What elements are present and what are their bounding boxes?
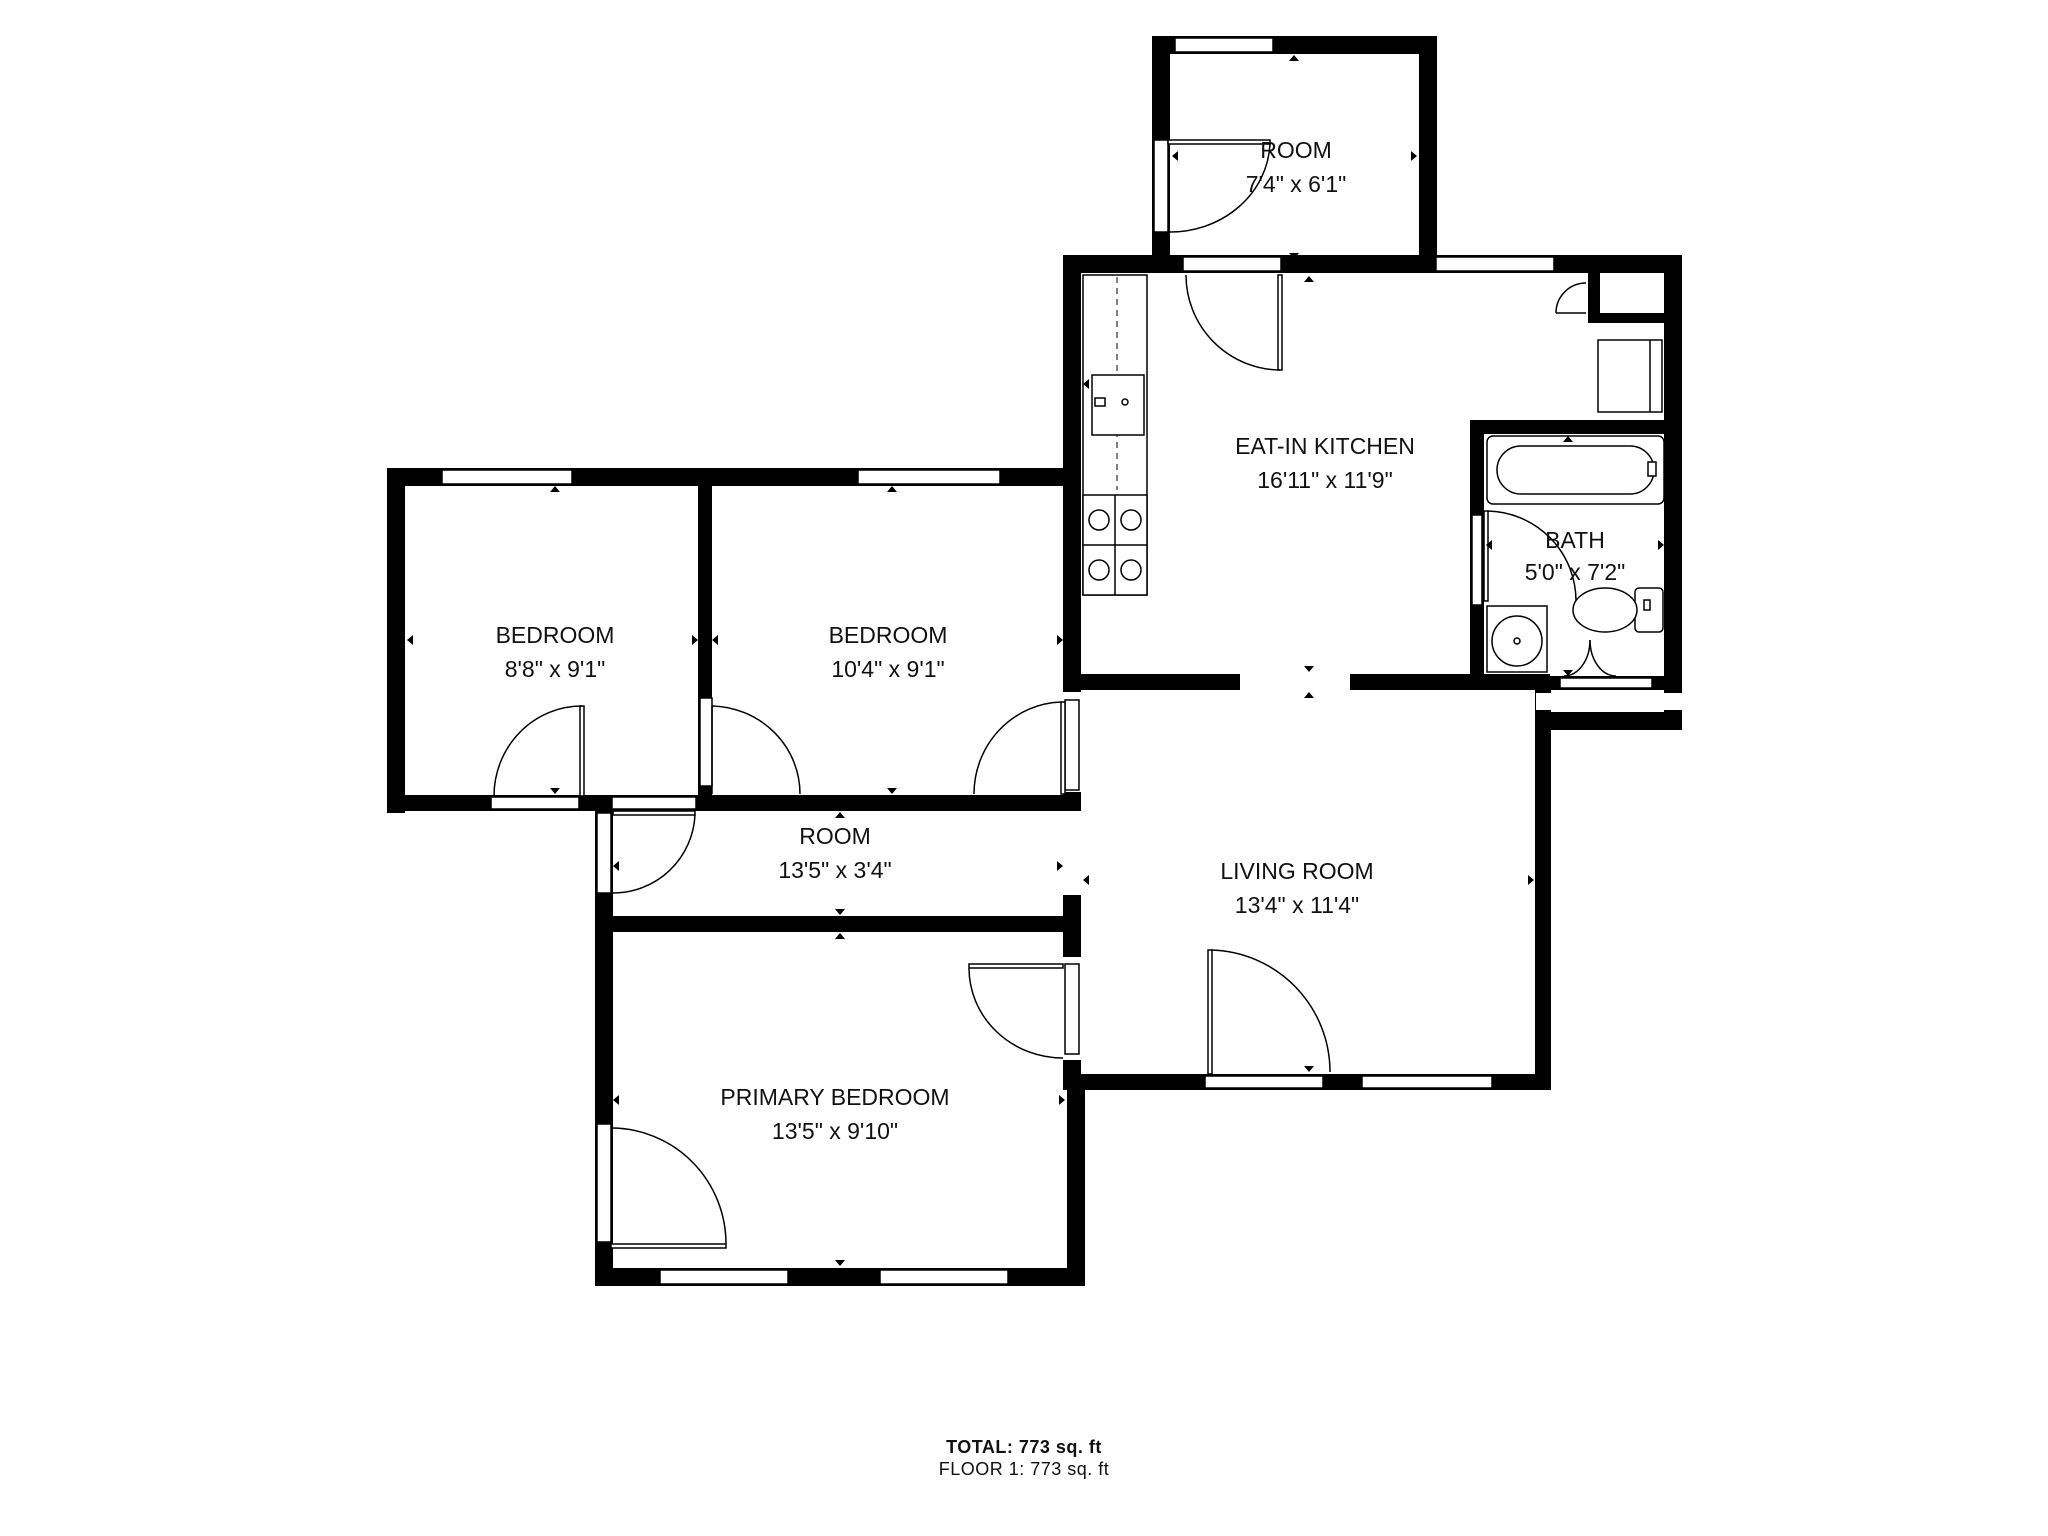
room-label-name: ROOM	[1260, 137, 1332, 163]
window	[1182, 256, 1282, 272]
wall	[1535, 690, 1551, 1090]
window	[596, 812, 612, 894]
door-leaf	[1277, 274, 1283, 371]
window	[490, 796, 580, 810]
wall	[1470, 420, 1682, 434]
refrigerator-icon	[1597, 339, 1663, 413]
window	[1471, 514, 1483, 606]
faucet	[1094, 397, 1106, 407]
opening	[1061, 812, 1083, 894]
door-leaf	[612, 810, 696, 816]
window	[1153, 139, 1169, 233]
windows	[441, 37, 1653, 1285]
room-label-dimensions: 13'5" x 3'4"	[778, 857, 891, 883]
door-leaf	[968, 963, 1064, 969]
room-label-name: PRIMARY BEDROOM	[720, 1084, 949, 1110]
room-label-name: ROOM	[799, 823, 871, 849]
window	[1064, 963, 1080, 1055]
door-swing	[1487, 510, 1577, 602]
door-swing	[711, 705, 801, 795]
window	[699, 697, 713, 787]
door-leaf	[579, 705, 585, 797]
room-label-name: LIVING ROOM	[1220, 858, 1373, 884]
door-swing	[1555, 282, 1587, 314]
wall	[1063, 255, 1682, 273]
room-label-dimensions: 13'5" x 9'10"	[772, 1118, 898, 1144]
room-label-dimensions: 5'0" x 7'2"	[1525, 559, 1626, 585]
window	[1204, 1075, 1324, 1089]
window	[441, 469, 573, 485]
door-swing	[1211, 949, 1331, 1073]
door-swing	[493, 705, 583, 797]
door-swing	[968, 967, 1064, 1059]
door-swing	[973, 701, 1062, 795]
opening	[1536, 693, 1682, 710]
room-label-name: BATH	[1545, 527, 1605, 553]
door-leaf	[1483, 510, 1489, 602]
window	[1361, 1075, 1493, 1089]
wall	[1419, 36, 1437, 261]
wall	[387, 468, 405, 813]
door-leaf	[1167, 139, 1271, 145]
window	[659, 1269, 789, 1285]
window	[611, 796, 697, 810]
window	[879, 1269, 1009, 1285]
door-swing	[610, 1127, 727, 1245]
wall	[1664, 255, 1682, 730]
dimension-markers	[407, 55, 1664, 1266]
door-leaf	[1207, 949, 1213, 1075]
window	[1435, 256, 1555, 272]
room-label-dimensions: 13'4" x 11'4"	[1235, 892, 1359, 918]
door-swing	[1589, 639, 1617, 677]
room-label-dimensions: 10'4" x 9'1"	[831, 656, 944, 682]
area-summary: TOTAL: 773 sq. ft FLOOR 1: 773 sq. ft	[0, 1436, 2048, 1480]
door-leaf	[610, 1243, 727, 1249]
wall	[1067, 1074, 1085, 1286]
window	[1559, 677, 1653, 689]
wall	[1535, 712, 1682, 730]
opening	[1240, 672, 1350, 692]
room-label-name: EAT-IN KITCHEN	[1235, 433, 1415, 459]
window	[1174, 37, 1274, 53]
wall	[1588, 273, 1600, 323]
window	[596, 1123, 612, 1243]
room-label-dimensions: 7'4" x 6'1"	[1246, 171, 1347, 197]
wall	[1588, 313, 1682, 323]
room-labels: ROOM 7'4" x 6'1" EAT-IN KITCHEN 16'11" x…	[496, 137, 1626, 1144]
total-area: TOTAL: 773 sq. ft	[946, 1437, 1102, 1457]
door-leaf	[1060, 701, 1066, 795]
door-swing	[612, 814, 696, 894]
doors	[493, 139, 1617, 1249]
room-label-name: BEDROOM	[496, 622, 615, 648]
window	[1064, 699, 1080, 791]
room-label-dimensions: 16'11" x 11'9"	[1257, 467, 1393, 493]
room-label-dimensions: 8'8" x 9'1"	[505, 656, 606, 682]
door-swing	[1167, 143, 1271, 233]
floor-area: FLOOR 1: 773 sq. ft	[938, 1459, 1110, 1479]
room-label-name: BEDROOM	[829, 622, 948, 648]
door-swing	[1185, 274, 1281, 371]
fixtures	[1082, 274, 1665, 673]
window	[857, 469, 1001, 485]
wall	[595, 916, 1081, 932]
